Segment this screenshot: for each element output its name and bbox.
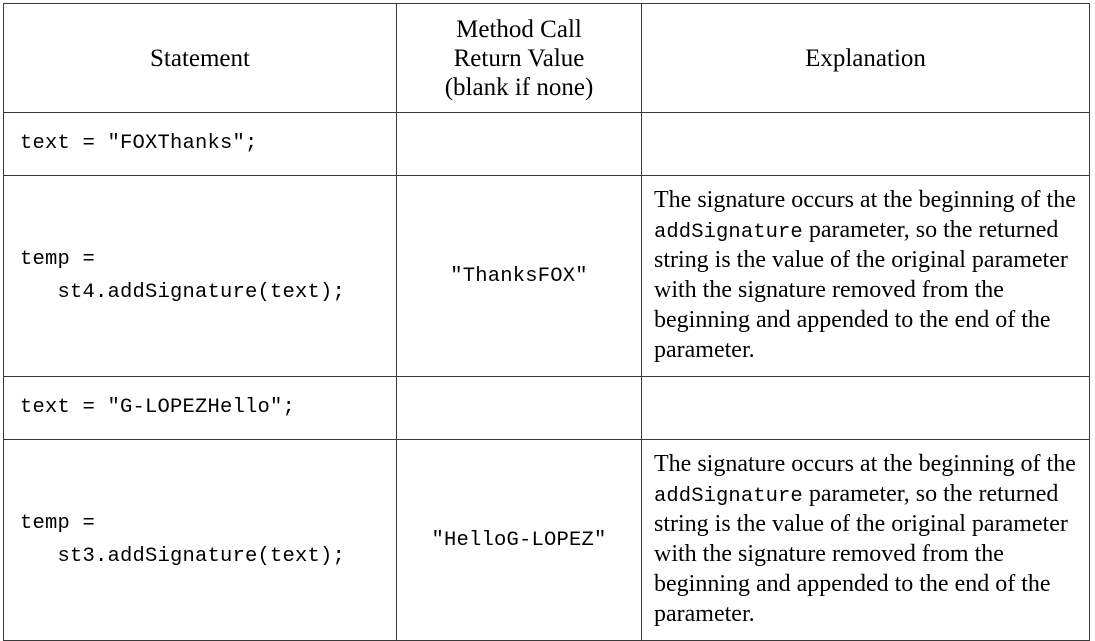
column-header-statement-label: Statement bbox=[150, 44, 250, 72]
table-row: temp = st4.addSignature(text); "ThanksFO… bbox=[3, 175, 1090, 377]
explanation-code-token: addSignature bbox=[654, 221, 803, 245]
explanation-cell: The signature occurs at the beginning of… bbox=[641, 175, 1090, 377]
column-header-explanation-label: Explanation bbox=[805, 44, 926, 72]
column-header-return-value-line1: Method Call bbox=[456, 15, 582, 43]
table-row: text = "FOXThanks"; bbox=[3, 112, 1090, 176]
table-body: text = "FOXThanks"; temp = st4.addSignat… bbox=[3, 112, 1090, 641]
table-row: text = "G-LOPEZHello"; bbox=[3, 376, 1090, 440]
method-call-reference-table: Statement Method Call Return Value (blan… bbox=[3, 3, 1090, 641]
column-header-statement: Statement bbox=[3, 3, 397, 113]
return-value-cell: "HelloG-LOPEZ" bbox=[396, 439, 642, 641]
explanation-cell: The signature occurs at the beginning of… bbox=[641, 439, 1090, 641]
statement-cell: text = "FOXThanks"; bbox=[3, 112, 397, 176]
explanation-cell bbox=[641, 376, 1090, 440]
spec-table-container: Statement Method Call Return Value (blan… bbox=[3, 3, 1090, 641]
explanation-code-token: addSignature bbox=[654, 485, 803, 509]
explanation-cell bbox=[641, 112, 1090, 176]
table-header-row: Statement Method Call Return Value (blan… bbox=[3, 3, 1090, 113]
table-row: temp = st3.addSignature(text); "HelloG-L… bbox=[3, 439, 1090, 641]
table-header: Statement Method Call Return Value (blan… bbox=[3, 3, 1090, 113]
column-header-return-value-line2: Return Value bbox=[453, 44, 585, 72]
statement-cell: temp = st4.addSignature(text); bbox=[3, 175, 397, 377]
column-header-return-value: Method Call Return Value (blank if none) bbox=[396, 3, 642, 113]
explanation-text-pre: The signature occurs at the beginning of… bbox=[654, 451, 1076, 478]
explanation-text-post: parameter, so the returned string is the… bbox=[654, 217, 1068, 363]
statement-cell: temp = st3.addSignature(text); bbox=[3, 439, 397, 641]
column-header-return-value-line3: (blank if none) bbox=[444, 73, 594, 101]
column-header-explanation: Explanation bbox=[641, 3, 1090, 113]
explanation-text-pre: The signature occurs at the beginning of… bbox=[654, 187, 1076, 214]
return-value-cell bbox=[396, 112, 642, 176]
statement-cell: text = "G-LOPEZHello"; bbox=[3, 376, 397, 440]
return-value-cell bbox=[396, 376, 642, 440]
return-value-cell: "ThanksFOX" bbox=[396, 175, 642, 377]
